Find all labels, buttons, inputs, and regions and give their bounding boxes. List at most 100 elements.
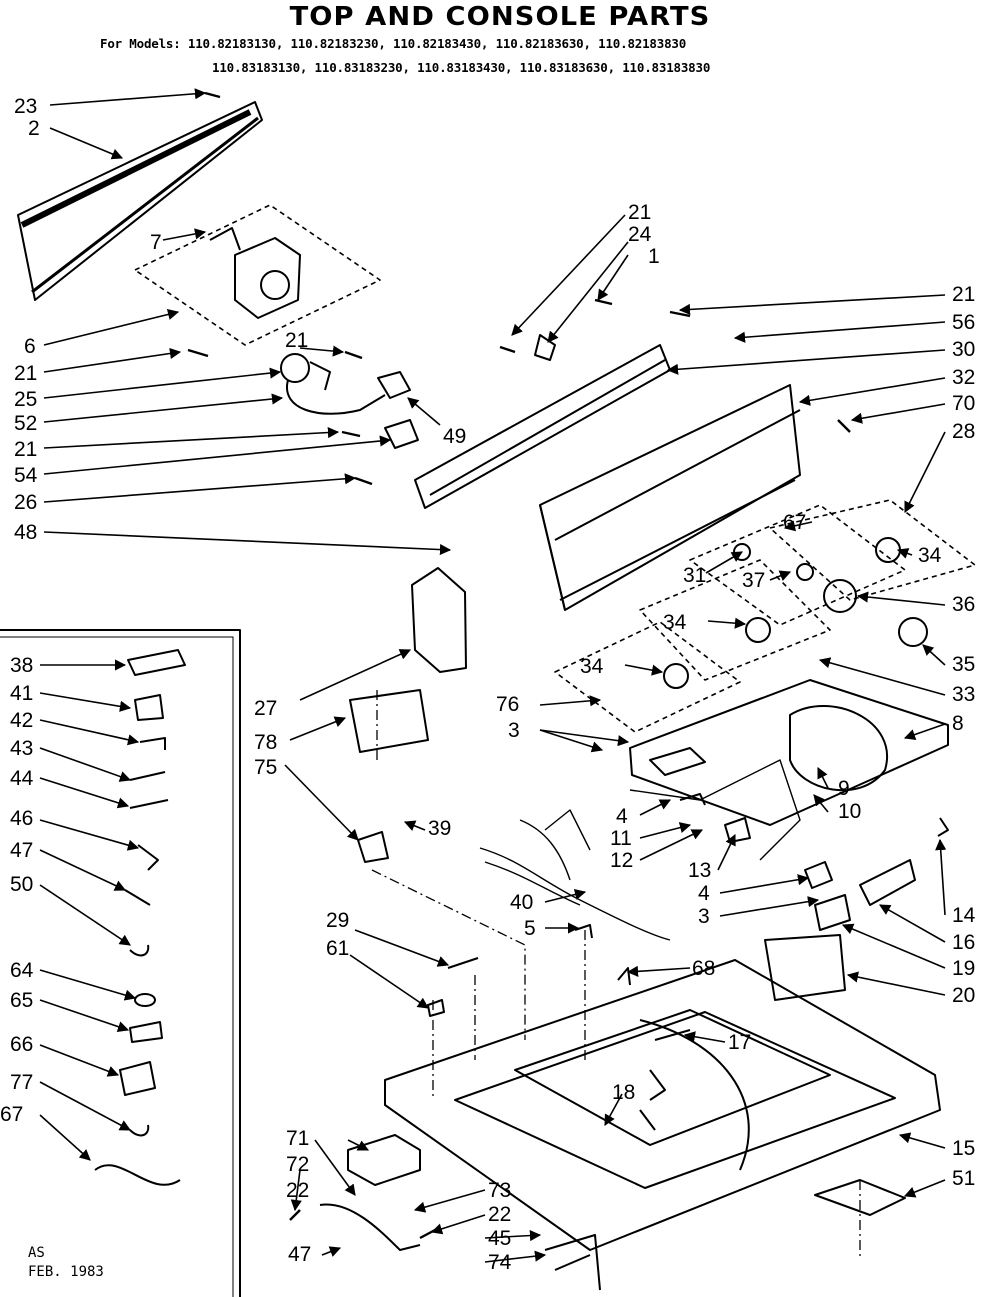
callout-73: 73 [488,1179,512,1202]
leader-lines [39,88,947,1263]
callout-21: 21 [628,201,652,224]
callout-11: 11 [610,827,632,850]
page-title: TOP AND CONSOLE PARTS [289,2,711,32]
callout-5: 5 [524,917,536,940]
callout-36: 36 [952,593,976,616]
callout-67: 67 [783,511,807,534]
callout-10: 10 [838,800,862,823]
callout-27: 27 [254,697,278,720]
callout-9: 9 [838,777,850,800]
callout-21: 21 [952,283,976,306]
callout-29: 29 [326,909,350,932]
callout-77: 77 [10,1071,34,1094]
callout-1: 1 [648,245,660,268]
cover-parts [349,567,467,863]
callout-49: 49 [443,425,467,448]
callout-71: 71 [286,1127,310,1150]
alignment-lines [371,690,861,1260]
pad-part [814,1179,906,1216]
callout-8: 8 [952,712,964,735]
callout-37: 37 [742,569,766,592]
callout-40: 40 [510,891,534,914]
callout-18: 18 [612,1081,636,1104]
screw-parts [187,91,851,1240]
callout-47: 47 [288,1243,312,1266]
model-list-line-1: For Models: 110.82183130, 110.82183230, … [100,36,687,51]
callout-22: 22 [488,1203,512,1226]
callout-34: 34 [580,655,604,678]
callout-68: 68 [692,957,716,980]
callout-38: 38 [10,654,34,677]
footer-date: FEB. 1983 [28,1264,104,1280]
callout-48: 48 [14,521,38,544]
callout-75: 75 [254,756,278,779]
callout-34: 34 [663,611,687,634]
revision-footer: AS FEB. 1983 [28,1244,104,1282]
callout-19: 19 [952,957,976,980]
callout-51: 51 [952,1167,976,1190]
callout-43: 43 [10,737,34,760]
callout-15: 15 [952,1137,976,1160]
callout-3: 3 [508,719,520,742]
callout-20: 20 [952,984,976,1007]
callout-42: 42 [10,709,34,732]
callout-12: 12 [610,849,634,872]
callout-21: 21 [14,438,38,461]
callout-2: 2 [28,117,40,140]
callout-4: 4 [616,805,628,828]
callout-23: 23 [14,95,38,118]
callout-50: 50 [10,873,34,896]
top-fastener-parts [427,924,691,1131]
callout-76: 76 [496,693,520,716]
callout-65: 65 [10,989,34,1012]
callout-17: 17 [728,1031,752,1054]
callout-54: 54 [14,464,38,487]
motor-assembly-outline [134,204,381,346]
callout-31: 31 [683,564,707,587]
callout-35: 35 [952,653,976,676]
console-panel-part [17,101,263,301]
callout-41: 41 [10,682,34,705]
callout-34: 34 [918,544,942,567]
timer-motor-part [209,227,301,319]
callout-21: 21 [285,329,309,352]
callout-56: 56 [952,311,976,334]
footer-initials: AS [28,1245,45,1261]
callout-46: 46 [10,807,34,830]
callout-64: 64 [10,959,34,982]
callout-66: 66 [10,1033,34,1056]
callout-67: 67 [0,1103,24,1126]
callout-74: 74 [488,1251,512,1274]
callout-26: 26 [14,491,38,514]
callout-21: 21 [14,362,38,385]
callout-22: 22 [286,1179,310,1202]
callout-47: 47 [10,839,34,862]
callout-24: 24 [628,223,652,246]
model-list-line-2: 110.83183130, 110.83183230, 110.83183430… [212,60,711,75]
lid-part [629,679,949,826]
callout-52: 52 [14,412,38,435]
callout-44: 44 [10,767,34,790]
callout-78: 78 [254,731,278,754]
control-bracket-part [414,334,671,509]
callout-7: 7 [150,231,162,254]
inset-small-parts [94,649,186,1186]
callout-25: 25 [14,388,38,411]
callout-3: 3 [698,905,710,928]
knob-parts [663,537,928,689]
console-housing-part [539,384,801,611]
inset-parts-box [0,629,241,1297]
callout-30: 30 [952,338,976,361]
callout-39: 39 [428,817,452,840]
callout-6: 6 [24,335,36,358]
knob-assembly-outlines [554,499,976,733]
callout-13: 13 [688,859,712,882]
callout-45: 45 [488,1227,512,1250]
callout-70: 70 [952,392,976,415]
callout-4: 4 [698,882,710,905]
wire-harness-part [479,759,801,941]
callout-32: 32 [952,366,976,389]
callout-33: 33 [952,683,976,706]
lid-switch-parts [319,1134,601,1291]
